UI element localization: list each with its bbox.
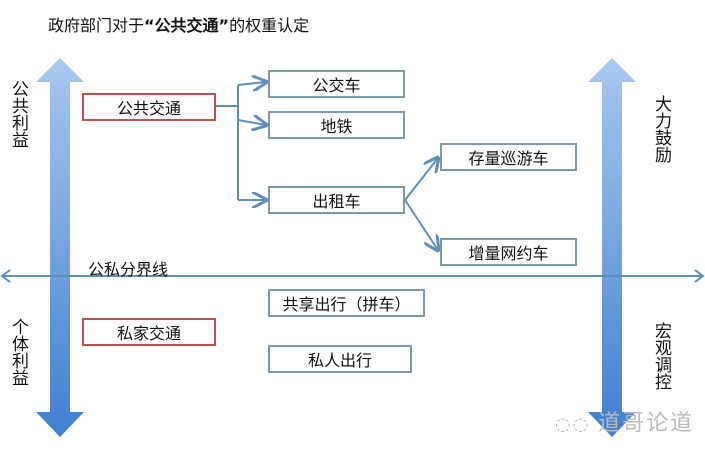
box-taxi: 出租车 [268,186,405,214]
label-public-interest: 公共利益 [8,80,28,148]
box-cruise-taxi: 存量巡游车 [440,143,577,171]
public-private-divider-line [0,269,705,283]
box-carpool: 共享出行（拼车） [268,289,425,317]
label-individual-interest: 个体利益 [8,318,28,386]
box-ride-hailing: 增量网约车 [440,238,577,266]
box-private-travel: 私人出行 [268,345,412,373]
connectors [216,82,438,250]
label-strongly-encourage: 大力鼓励 [651,95,671,163]
label-macro-control: 宏观调控 [651,322,671,390]
box-public-transport: 公共交通 [82,93,216,121]
wechat-icon: ◌◌ [555,414,599,435]
watermark-text: 道哥论道 [598,411,695,436]
title-suffix: 的权重认定 [229,16,310,35]
box-bus: 公交车 [268,70,405,98]
divider-label: 公私分界线 [88,260,169,279]
box-subway: 地铁 [268,111,405,139]
diagram-title: 政府部门对于“公共交通”的权重认定 [48,12,309,36]
watermark: ◌◌ 道哥论道 [555,405,694,437]
title-prefix: 政府部门对于 [48,16,145,35]
box-private-transport: 私家交通 [82,318,216,346]
right-double-arrow [588,58,636,437]
title-bold: “公共交通” [144,16,230,35]
left-double-arrow [36,58,84,437]
